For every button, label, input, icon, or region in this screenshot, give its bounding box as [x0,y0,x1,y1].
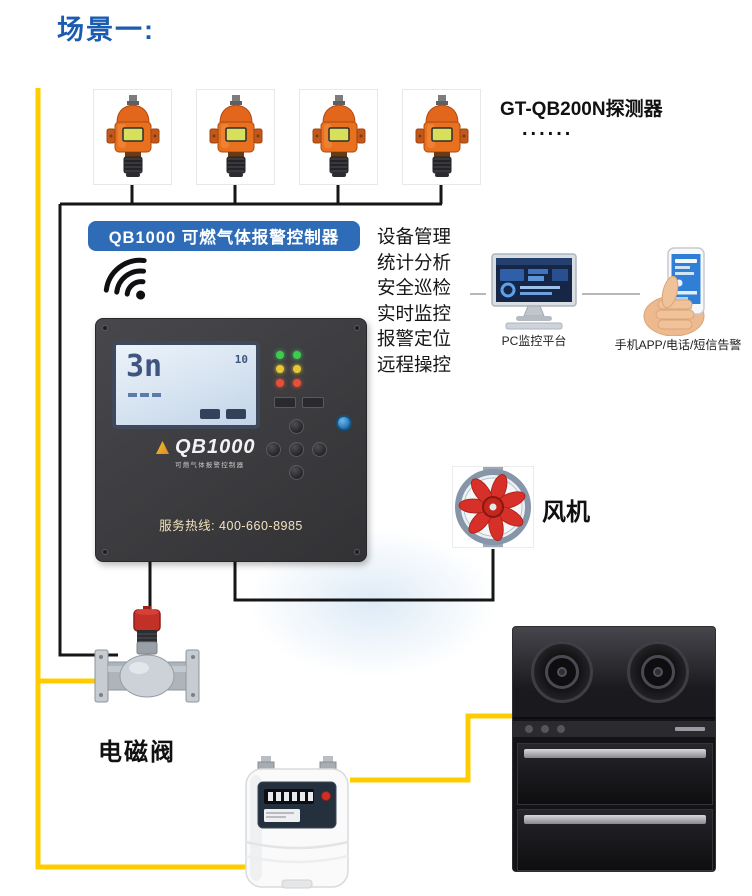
stove-burner [531,641,593,703]
navigation-dpad [266,419,328,481]
feature-item: 安全巡检 [377,277,452,298]
pc-monitor-illustration [491,253,577,330]
wire-controller-to-fan [233,549,495,602]
wifi-icon [103,257,147,300]
lcd-soft-button [200,409,220,419]
feature-item: 报警定位 [377,328,452,349]
service-hotline-text: 服务热线: 400-660-8985 [159,519,303,533]
stove-control-strip [513,721,715,737]
controller-banner: QB1000 可燃气体报警控制器 [88,221,360,251]
lcd-side-reading: 10 [234,353,248,366]
valve-label: 电磁阀 [98,739,176,766]
dpad-right-button [312,442,327,457]
gas-detector-card [93,89,172,185]
scene-title: 场景一: [57,15,155,45]
gas-detector-card [402,89,481,185]
power-indicator-button [336,415,352,431]
fan-card [452,466,534,548]
led-green [276,351,284,359]
solenoid-valve-illustration [94,606,200,703]
screw-icon [102,325,108,331]
brand-mark-icon [156,441,169,454]
gas-detector-card [196,89,275,185]
lcd-soft-button [226,409,246,419]
led-green [293,351,301,359]
screw-icon [102,549,108,555]
controller-lcd-screen: 3n 10 [112,341,260,429]
dpad-center-button [289,442,304,457]
gas-detector-icon [309,95,369,179]
fan-label: 风机 [542,499,590,526]
feature-item: 统计分析 [377,251,452,273]
gas-meter-illustration [245,756,349,889]
status-led-cluster [276,351,301,387]
brand-logo: QB1000 可燃气体报警控制器 [156,437,256,469]
stove-brand-mark [675,727,705,731]
function-button [302,397,324,408]
stove-knob [557,725,565,733]
drawer-handle [524,815,706,824]
lcd-main-reading: 3n [126,349,163,384]
feature-item: 远程操控 [377,353,452,375]
lcd-signal-bars [128,393,161,397]
led-yellow [276,365,284,373]
gas-detector-icon [103,95,163,179]
feature-item: 设备管理 [377,226,452,247]
stove-illustration [512,626,716,872]
led-yellow [293,365,301,373]
gas-pipe-meter-to-stove [350,713,516,783]
exhaust-fan-icon [455,467,531,547]
phone-alert-label: 手机APP/电话/短信告警 [614,338,742,352]
signal-wire-detector-drops [130,185,443,204]
function-button [274,397,296,408]
stove-knob [525,725,533,733]
led-red [276,379,284,387]
led-red [293,379,301,387]
dpad-up-button [289,419,304,434]
stove-drawer [517,809,713,871]
drawer-handle [524,749,706,758]
dpad-left-button [266,442,281,457]
feature-list: 设备管理 统计分析 安全巡检 实时监控 报警定位 远程操控 [377,224,451,377]
stove-burner [627,641,689,703]
gas-detector-icon [412,95,472,179]
screw-icon [354,549,360,555]
gas-detector-card [299,89,378,185]
screw-icon [354,325,360,331]
gas-detector-icon [206,95,266,179]
alarm-controller-panel: 3n 10 QB1000 可燃气体报警控制器 [95,318,367,562]
brand-text: QB1000 可燃气体报警控制器 [175,437,256,469]
feature-item: 实时监控 [377,302,452,324]
function-buttons [274,397,324,408]
pc-platform-label: PC监控平台 [501,334,567,348]
phone-in-hand-illustration [643,247,705,336]
stove-cooktop [513,627,715,719]
stove-knob [541,725,549,733]
dpad-down-button [289,465,304,480]
gas-pipe-main [35,88,268,870]
detector-model-label: GT-QB200N探测器 [500,99,663,120]
detector-more-dots: ...... [522,118,574,140]
brand-name: QB1000 [175,436,256,458]
stove-drawer [517,743,713,805]
brand-subtitle: 可燃气体报警控制器 [175,462,245,469]
